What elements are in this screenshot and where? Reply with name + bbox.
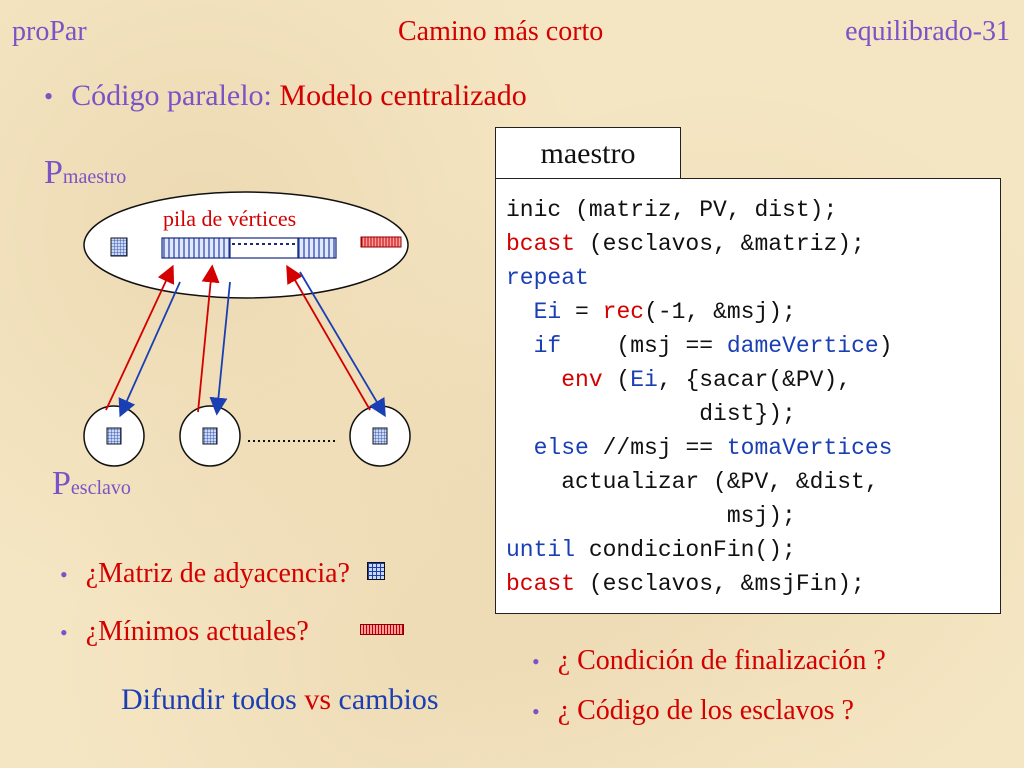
arrow-request-3: [286, 264, 371, 411]
code-line: env (Ei, {sacar(&PV),: [506, 365, 851, 395]
code-token: rec: [602, 299, 645, 325]
code-token: (msj ==: [561, 333, 727, 359]
arrow-response-2: [209, 281, 231, 416]
code-token: repeat: [506, 265, 589, 291]
arrow-response-3: [299, 271, 386, 418]
code-token: Ei: [506, 299, 562, 325]
stack-middle-block: [229, 237, 299, 259]
code-line: until condicionFin();: [506, 535, 796, 565]
code-token: condicionFin();: [575, 537, 796, 563]
code-token: dameVertice: [726, 333, 879, 359]
stack-label: pila de vértices: [163, 206, 297, 231]
code-line: repeat: [506, 263, 589, 293]
code-token: (esclavos, &msjFin);: [575, 571, 865, 597]
arrow-request-1: [105, 264, 175, 411]
header-left: proPar: [12, 16, 87, 47]
question-adjacency: •¿Matriz de adyacencia?: [60, 558, 385, 590]
code-line: if (msj == dameVertice): [506, 331, 893, 361]
code-token: bcast: [506, 571, 576, 597]
code-token: inic (matriz, PV, dist);: [506, 197, 838, 223]
matrix-icon: [366, 562, 385, 580]
code-line: dist});: [506, 399, 796, 429]
code-token: //msj ==: [588, 435, 727, 461]
stack-left-block: [161, 237, 231, 259]
code-line: inic (matriz, PV, dist);: [506, 195, 837, 225]
broadcast-note: Difundir todos vs cambios: [121, 683, 439, 716]
master-min-icon: [360, 236, 402, 248]
code-token: (esclavos, &matriz);: [575, 231, 865, 257]
code-token: =: [561, 299, 603, 325]
header-title: Camino más corto: [398, 16, 604, 47]
code-token: , {sacar(&PV),: [657, 367, 852, 393]
bullet-parallel-prefix: Código paralelo:: [71, 79, 280, 112]
code-line: Ei = rec(-1, &msj);: [506, 297, 796, 327]
code-token: if: [506, 333, 562, 359]
bullet-parallel-emph: Modelo centralizado: [279, 79, 527, 112]
question-slave-code: •¿ Código de los esclavos ?: [532, 695, 854, 726]
code-line: msj);: [506, 501, 796, 531]
code-token: env: [506, 367, 603, 393]
code-token: ): [878, 333, 893, 359]
question-minimums: •¿Mínimos actuales?: [60, 616, 404, 648]
code-token: until: [506, 537, 576, 563]
code-token: actualizar (&PV, &dist,: [506, 469, 879, 495]
code-line: bcast (esclavos, &msjFin);: [506, 569, 865, 599]
min-values-icon: [359, 624, 404, 635]
code-token: (-1, &msj);: [644, 299, 796, 325]
code-tab-master: maestro: [495, 127, 681, 179]
arrow-response-1: [118, 281, 181, 418]
code-box: inic (matriz, PV, dist); bcast (esclavos,…: [495, 178, 1001, 614]
code-line: else //msj == tomaVertices: [506, 433, 893, 463]
bullet-dot: •: [44, 82, 54, 111]
code-line: actualizar (&PV, &dist,: [506, 467, 879, 497]
code-token: else: [506, 435, 589, 461]
code-line: bcast (esclavos, &matriz);: [506, 229, 865, 259]
code-token: dist});: [506, 401, 796, 427]
code-token: bcast: [506, 231, 576, 257]
p-slave-label: Pesclavo: [52, 465, 131, 502]
p-master-label: Pmaestro: [44, 154, 127, 191]
code-token: Ei: [630, 367, 658, 393]
bullet-parallel-code: • Código paralelo: Modelo centralizado: [44, 79, 527, 113]
code-token: (: [602, 367, 631, 393]
arrow-request-2: [197, 264, 220, 413]
question-termination: •¿ Condición de finalización ?: [532, 645, 886, 676]
code-token: tomaVertices: [726, 435, 893, 461]
stack-right-block: [297, 237, 337, 259]
code-token: msj);: [506, 503, 796, 529]
header-right: equilibrado-31: [845, 16, 1010, 47]
master-matrix-icon: [110, 237, 128, 257]
